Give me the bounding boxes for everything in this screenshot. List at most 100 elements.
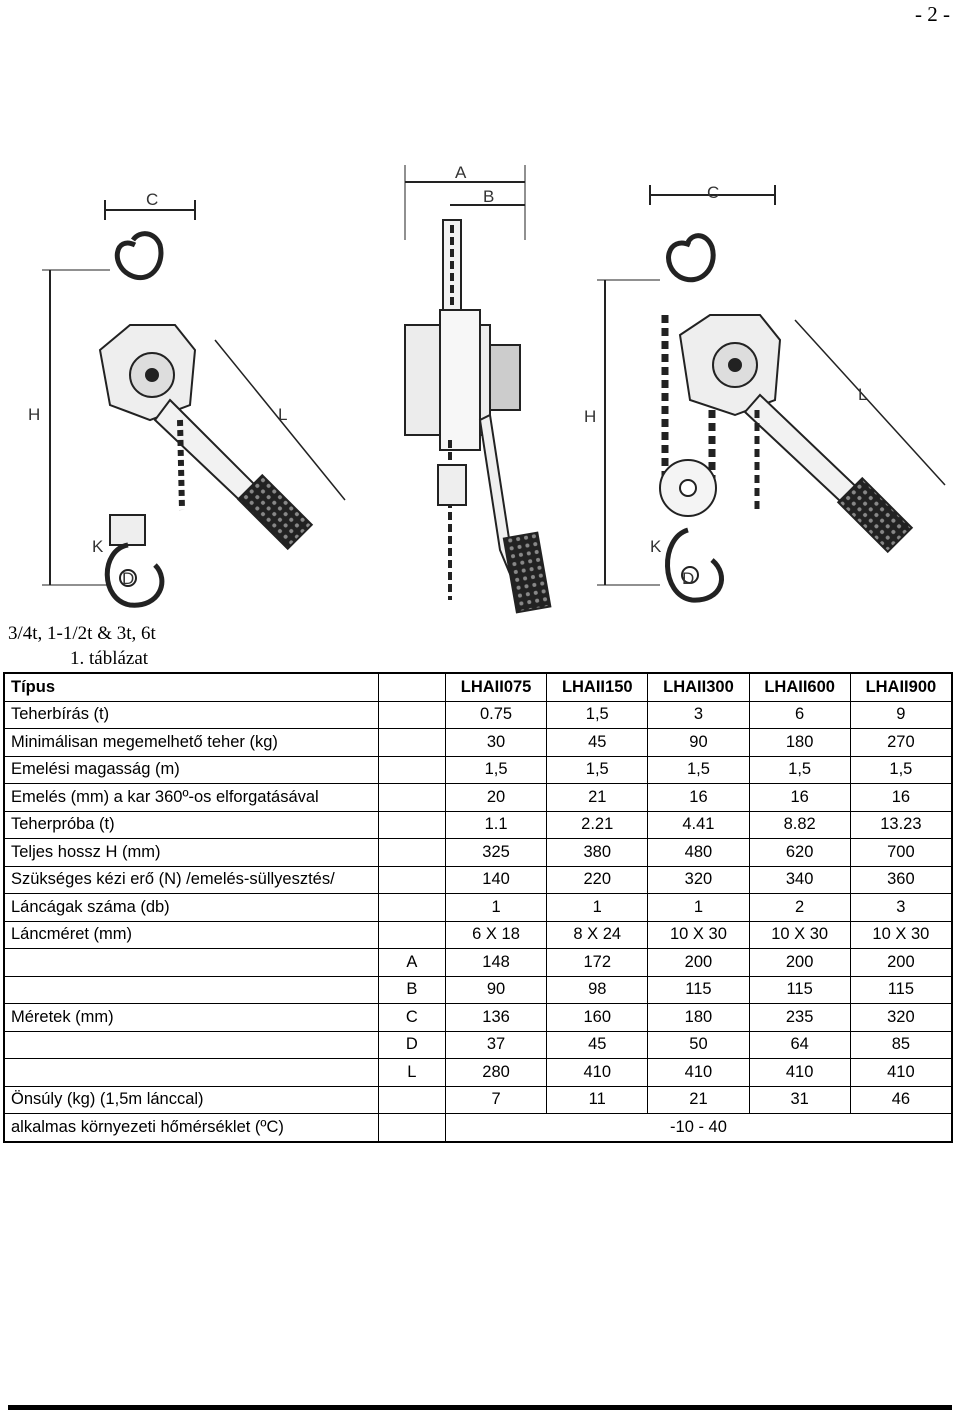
lever-hoist-drawing: C H L K D A B	[0, 150, 960, 620]
row-value: 380	[546, 838, 649, 866]
dimension-label-h-left: H	[28, 405, 40, 424]
row-value: 6	[749, 701, 851, 729]
dimension-key: L	[378, 1058, 446, 1086]
row-value: 8 X 24	[546, 921, 649, 949]
row-value: 220	[546, 866, 649, 894]
row-value: 1	[546, 893, 649, 921]
row-sub-cell	[378, 921, 446, 949]
row-label: Láncméret (mm)	[4, 921, 379, 949]
row-value: 37	[445, 1031, 548, 1059]
middle-hoist-view	[404, 165, 552, 614]
dimension-key: C	[378, 1003, 446, 1031]
row-value: 16	[749, 783, 851, 811]
table-row: Szükséges kézi erő (N) /emelés-süllyeszt…	[4, 866, 953, 894]
row-value: 11	[546, 1086, 649, 1114]
row-value: 235	[749, 1003, 851, 1031]
row-value: 31	[749, 1086, 851, 1114]
dimension-label-k-left: K	[92, 537, 104, 556]
dimension-label-d-right: D	[682, 569, 694, 588]
table-header-row: Típus LHAII075 LHAII150 LHAII300 LHAII60…	[4, 673, 953, 701]
row-label: Teherbírás (t)	[4, 701, 379, 729]
row-value: 320	[850, 1003, 953, 1031]
row-value: 325	[445, 838, 548, 866]
page-number: - 2 -	[915, 2, 950, 26]
row-value: 30	[445, 728, 548, 756]
row-value: 1,5	[647, 756, 750, 784]
right-hoist-view	[597, 185, 946, 603]
row-value: 8.82	[749, 811, 851, 839]
row-value: 180	[647, 1003, 750, 1031]
row-value: 3	[647, 701, 750, 729]
row-value: 85	[850, 1031, 953, 1059]
row-value: 50	[647, 1031, 750, 1059]
row-value: 200	[749, 948, 851, 976]
row-value: 1,5	[445, 756, 548, 784]
row-value: 280	[445, 1058, 548, 1086]
row-value: 98	[546, 976, 649, 1004]
dimension-label-k-right: K	[650, 537, 662, 556]
header-model: LHAII600	[749, 673, 851, 701]
left-hoist-view	[42, 200, 346, 608]
row-value: 3	[850, 893, 953, 921]
row-value: 160	[546, 1003, 649, 1031]
row-value: 115	[749, 976, 851, 1004]
header-empty-cell	[378, 673, 446, 701]
row-value: 0.75	[445, 701, 548, 729]
dimension-key: B	[378, 976, 446, 1004]
row-label	[4, 1031, 379, 1059]
dimension-label-c-left: C	[146, 190, 158, 209]
row-label	[4, 1058, 379, 1086]
row-label: Emelés (mm) a kar 360º-os elforgatásával	[4, 783, 379, 811]
row-value: 1.1	[445, 811, 548, 839]
row-label: Minimálisan megemelhető teher (kg)	[4, 728, 379, 756]
row-value: 140	[445, 866, 548, 894]
row-value: 16	[647, 783, 750, 811]
row-sub-cell	[378, 811, 446, 839]
row-value: 200	[647, 948, 750, 976]
row-label	[4, 976, 379, 1004]
row-value: 1,5	[546, 701, 649, 729]
row-value: 90	[647, 728, 750, 756]
table-row: Emelés (mm) a kar 360º-os elforgatásával…	[4, 783, 953, 811]
row-value: 2.21	[546, 811, 649, 839]
row-value: 410	[647, 1058, 750, 1086]
row-value: 46	[850, 1086, 953, 1114]
row-value: 148	[445, 948, 548, 976]
row-value: 1,5	[850, 756, 953, 784]
row-label: Szükséges kézi erő (N) /emelés-süllyeszt…	[4, 866, 379, 894]
row-value: 45	[546, 1031, 649, 1059]
header-model: LHAII075	[445, 673, 548, 701]
row-sub-cell	[378, 756, 446, 784]
row-value: 1,5	[749, 756, 851, 784]
dimension-label-a: A	[455, 163, 467, 182]
row-value: 360	[850, 866, 953, 894]
temperature-row: alkalmas környezeti hőmérséklet (ºC) -10 …	[4, 1113, 953, 1142]
temperature-range: -10 - 40	[445, 1113, 953, 1142]
dimension-key: D	[378, 1031, 446, 1059]
row-value: 180	[749, 728, 851, 756]
row-value: 20	[445, 783, 548, 811]
row-value: 172	[546, 948, 649, 976]
row-value: 10 X 30	[749, 921, 851, 949]
dimension-label-l-left: L	[278, 405, 287, 424]
row-value: 700	[850, 838, 953, 866]
row-value: 136	[445, 1003, 548, 1031]
dimension-label-b: B	[483, 187, 494, 206]
row-value: 10 X 30	[850, 921, 953, 949]
row-value: 4.41	[647, 811, 750, 839]
row-label: alkalmas környezeti hőmérséklet (ºC)	[4, 1113, 379, 1142]
row-value: 115	[647, 976, 750, 1004]
row-label: Teljes hossz H (mm)	[4, 838, 379, 866]
header-model: LHAII150	[546, 673, 649, 701]
